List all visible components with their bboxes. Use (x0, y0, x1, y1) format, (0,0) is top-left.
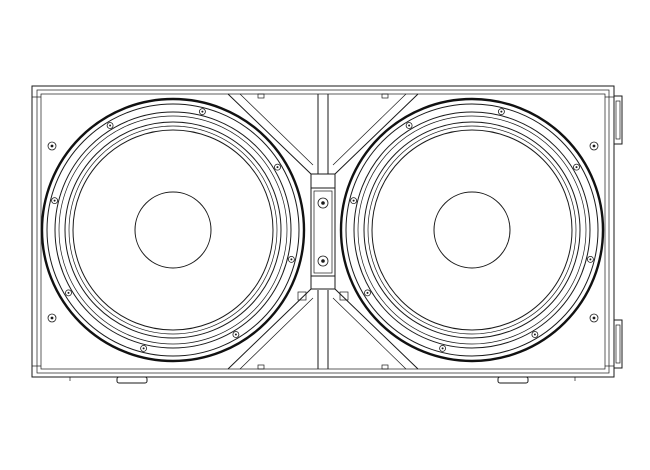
woofer-right-dust-cap (433, 191, 511, 269)
cabinet-screw (47, 313, 57, 323)
cabinet-outer-edge (31, 85, 615, 378)
cabinet-screws (47, 141, 599, 323)
grille-frame (40, 93, 606, 370)
woofer-bolt-center (366, 291, 369, 294)
woofer-bolt-center (234, 333, 237, 336)
brace-line (239, 297, 314, 370)
woofer-ring (367, 125, 577, 335)
woofer-left-cone (72, 129, 274, 331)
woofer-right-cone (371, 129, 573, 331)
plate-bolt-center (321, 201, 325, 205)
side-handles (613, 95, 623, 369)
rail-tab (381, 364, 389, 370)
screw-center (50, 316, 54, 320)
woofer-ring (54, 111, 292, 349)
woofer-left-outer-ring (40, 97, 306, 363)
woofer-bolt-center (441, 347, 444, 350)
woofer-left-bolts (51, 108, 295, 352)
woofer-bolt-center (201, 110, 204, 113)
rail-tab (381, 93, 389, 99)
woofer-bolt-center (500, 110, 503, 113)
brace-block (339, 291, 349, 301)
center-brace (227, 93, 419, 370)
handle-right-top (613, 95, 623, 145)
woofer-left-surround (64, 121, 282, 339)
screw-center (592, 144, 596, 148)
screw-center (50, 144, 54, 148)
cabinet-inner-edge (36, 89, 610, 374)
woofer-ring (58, 115, 288, 345)
rail-tab (257, 93, 265, 99)
feet (69, 376, 576, 384)
woofer-bolt-center (352, 199, 355, 202)
brace-line (227, 276, 312, 370)
foot-right (497, 376, 529, 384)
woofer-left (40, 97, 306, 363)
woofer-right-surround (363, 121, 581, 339)
woofer-bolt-center (142, 347, 145, 350)
foot-left (116, 376, 148, 384)
woofer-right (339, 97, 605, 363)
cabinet-screw (47, 141, 57, 151)
center-plate-inner (313, 190, 333, 274)
cabinet (31, 85, 615, 378)
woofer-right-bolts (350, 108, 594, 352)
handle-right-top-inner (615, 100, 621, 140)
cabinet-screw (589, 141, 599, 151)
handle-right-bottom-inner (615, 324, 621, 364)
woofer-bolt-center (589, 258, 592, 261)
brace-line (332, 93, 407, 166)
woofer-left-dust-cap (134, 191, 212, 269)
woofer-bolt-center (276, 166, 279, 169)
woofer-bolt-center (290, 258, 293, 261)
woofer-bolt-center (67, 291, 70, 294)
woofer-ring (345, 103, 599, 357)
woofer-ring (46, 103, 300, 357)
center-plate (310, 187, 336, 277)
woofer-bolt-center (408, 124, 411, 127)
cabinet-screw (589, 313, 599, 323)
screw-center (592, 316, 596, 320)
plate-bolt-center (321, 259, 325, 263)
brace-line (332, 297, 407, 370)
woofer-bolt-center (533, 333, 536, 336)
brace-block (297, 291, 307, 301)
woofer-ring (68, 125, 278, 335)
woofer-bolt-center (53, 199, 56, 202)
woofer-ring (353, 111, 591, 349)
brace-line (239, 93, 314, 166)
woofer-ring (357, 115, 587, 345)
rail-tab (257, 364, 265, 370)
woofer-bolt-center (575, 166, 578, 169)
handle-right-bottom (613, 319, 623, 369)
woofer-right-outer-ring (339, 97, 605, 363)
woofer-bolt-center (109, 124, 112, 127)
